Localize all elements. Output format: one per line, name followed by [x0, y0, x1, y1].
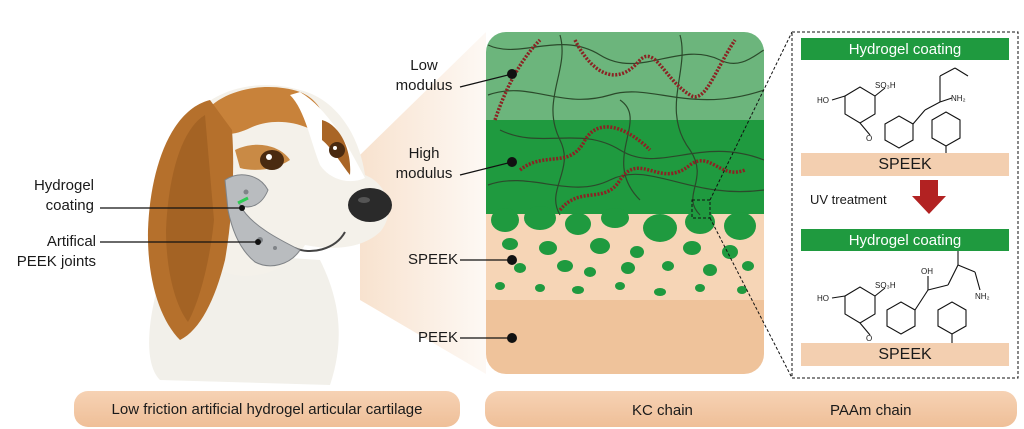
- low-modulus-marker: [507, 69, 517, 79]
- hydrogel-coating-label: Hydrogel coating: [33, 177, 94, 214]
- kc-chains: [493, 38, 746, 212]
- uv-treatment-label: UV treatment: [810, 192, 887, 207]
- top-o-label: O: [866, 134, 873, 143]
- zoom-projection: [360, 32, 486, 374]
- top-nh2-label: NH₂: [951, 94, 966, 103]
- high-modulus-label: High modulus: [395, 145, 453, 182]
- bottom-ho-label: HO: [817, 294, 829, 303]
- top-molecule: [831, 67, 969, 160]
- peek-marker: [507, 333, 517, 343]
- peek-label: PEEK: [417, 329, 458, 346]
- legend-pill: [485, 391, 1017, 427]
- low-modulus-label: Low modulus: [395, 57, 453, 94]
- bottom-o-label: O: [866, 334, 873, 343]
- artificial-peek-label: Artifical PEEK joints: [16, 233, 96, 270]
- top-ho-label: HO: [817, 96, 829, 105]
- kc-chain-legend-label: KC chain: [632, 402, 693, 419]
- bottom-oh-label: OH: [921, 267, 933, 276]
- paam-chains: [487, 34, 764, 216]
- speek-particles: [491, 206, 756, 296]
- uv-arrow-icon: [912, 180, 946, 214]
- speek-label: SPEEK: [407, 251, 458, 268]
- high-modulus-layer: [486, 120, 764, 214]
- chem-panel-border: [791, 31, 1019, 379]
- bottom-so3h-label: SO₃H: [875, 281, 896, 290]
- paam-chain-legend-label: PAAm chain: [830, 402, 912, 419]
- peek-layer: [486, 300, 764, 374]
- layer-panel: [486, 32, 764, 374]
- bottom-nh2-label: NH₂: [975, 292, 990, 301]
- top-so3h-label: SO₃H: [875, 81, 896, 90]
- high-modulus-marker: [507, 157, 517, 167]
- bottom-speek-bar: SPEEK: [801, 343, 1009, 366]
- top-hydrogel-coating-bar: Hydrogel coating: [801, 38, 1009, 60]
- bottom-molecule: [831, 250, 981, 348]
- beagle-illustration: [147, 85, 392, 385]
- speek-marker: [507, 255, 517, 265]
- low-modulus-layer: [486, 32, 764, 122]
- top-speek-bar: SPEEK: [801, 153, 1009, 176]
- caption-pill: Low friction artificial hydrogel articul…: [74, 391, 460, 427]
- bottom-hydrogel-coating-bar: Hydrogel coating: [801, 229, 1009, 251]
- zoom-origin-box: [691, 199, 711, 219]
- speek-layer: [486, 214, 764, 308]
